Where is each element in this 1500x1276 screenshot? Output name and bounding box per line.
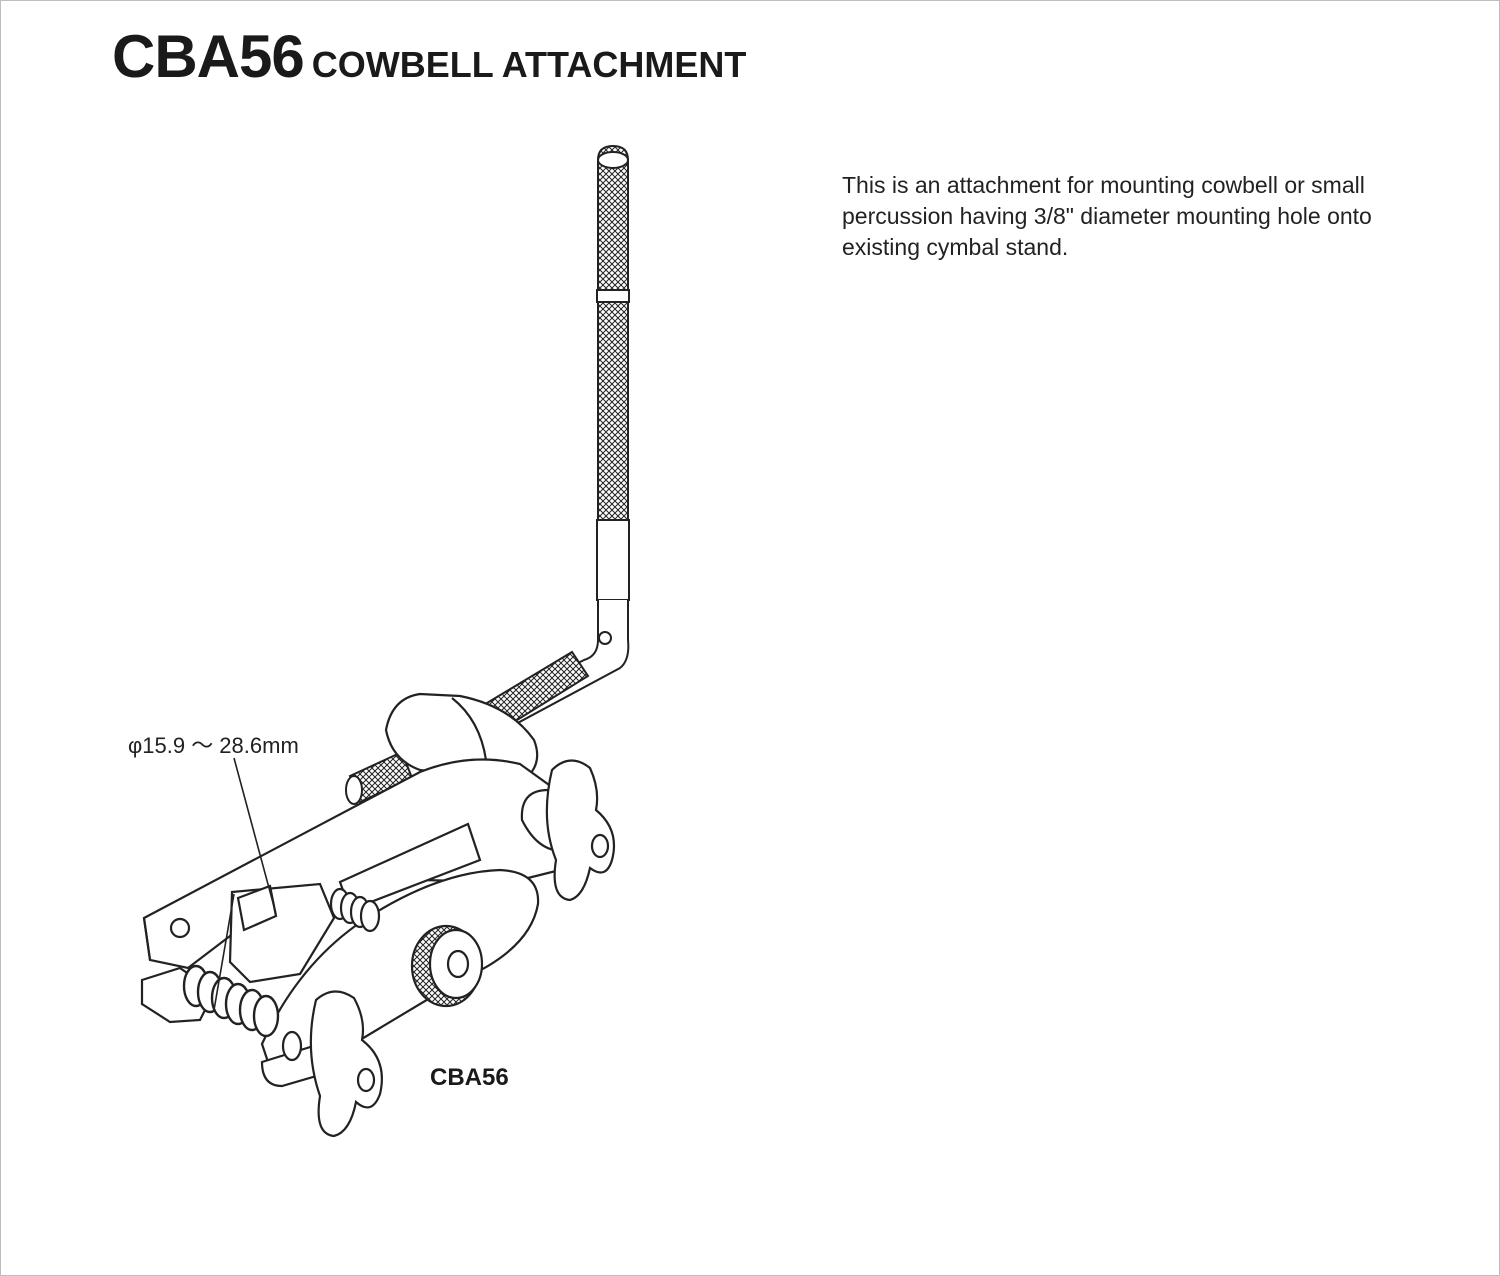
top-clamp-block [386, 694, 537, 780]
wing-bolt-lower [262, 991, 382, 1136]
illustration-caption: CBA56 [430, 1064, 509, 1091]
diameter-range-label: φ15.9 ～ 28.6mm [128, 733, 299, 758]
dimension-leader [214, 758, 276, 1010]
spring-front [184, 966, 278, 1036]
product-description: This is an attachment for mounting cowbe… [842, 172, 1372, 260]
vertical-rod [597, 146, 629, 600]
model-number: CBA56 [112, 23, 305, 90]
product-name: COWBELL ATTACHMENT [311, 44, 747, 85]
thumb-nut [412, 926, 482, 1006]
wing-bolt-upper [522, 760, 614, 900]
spring-rear [331, 889, 379, 931]
